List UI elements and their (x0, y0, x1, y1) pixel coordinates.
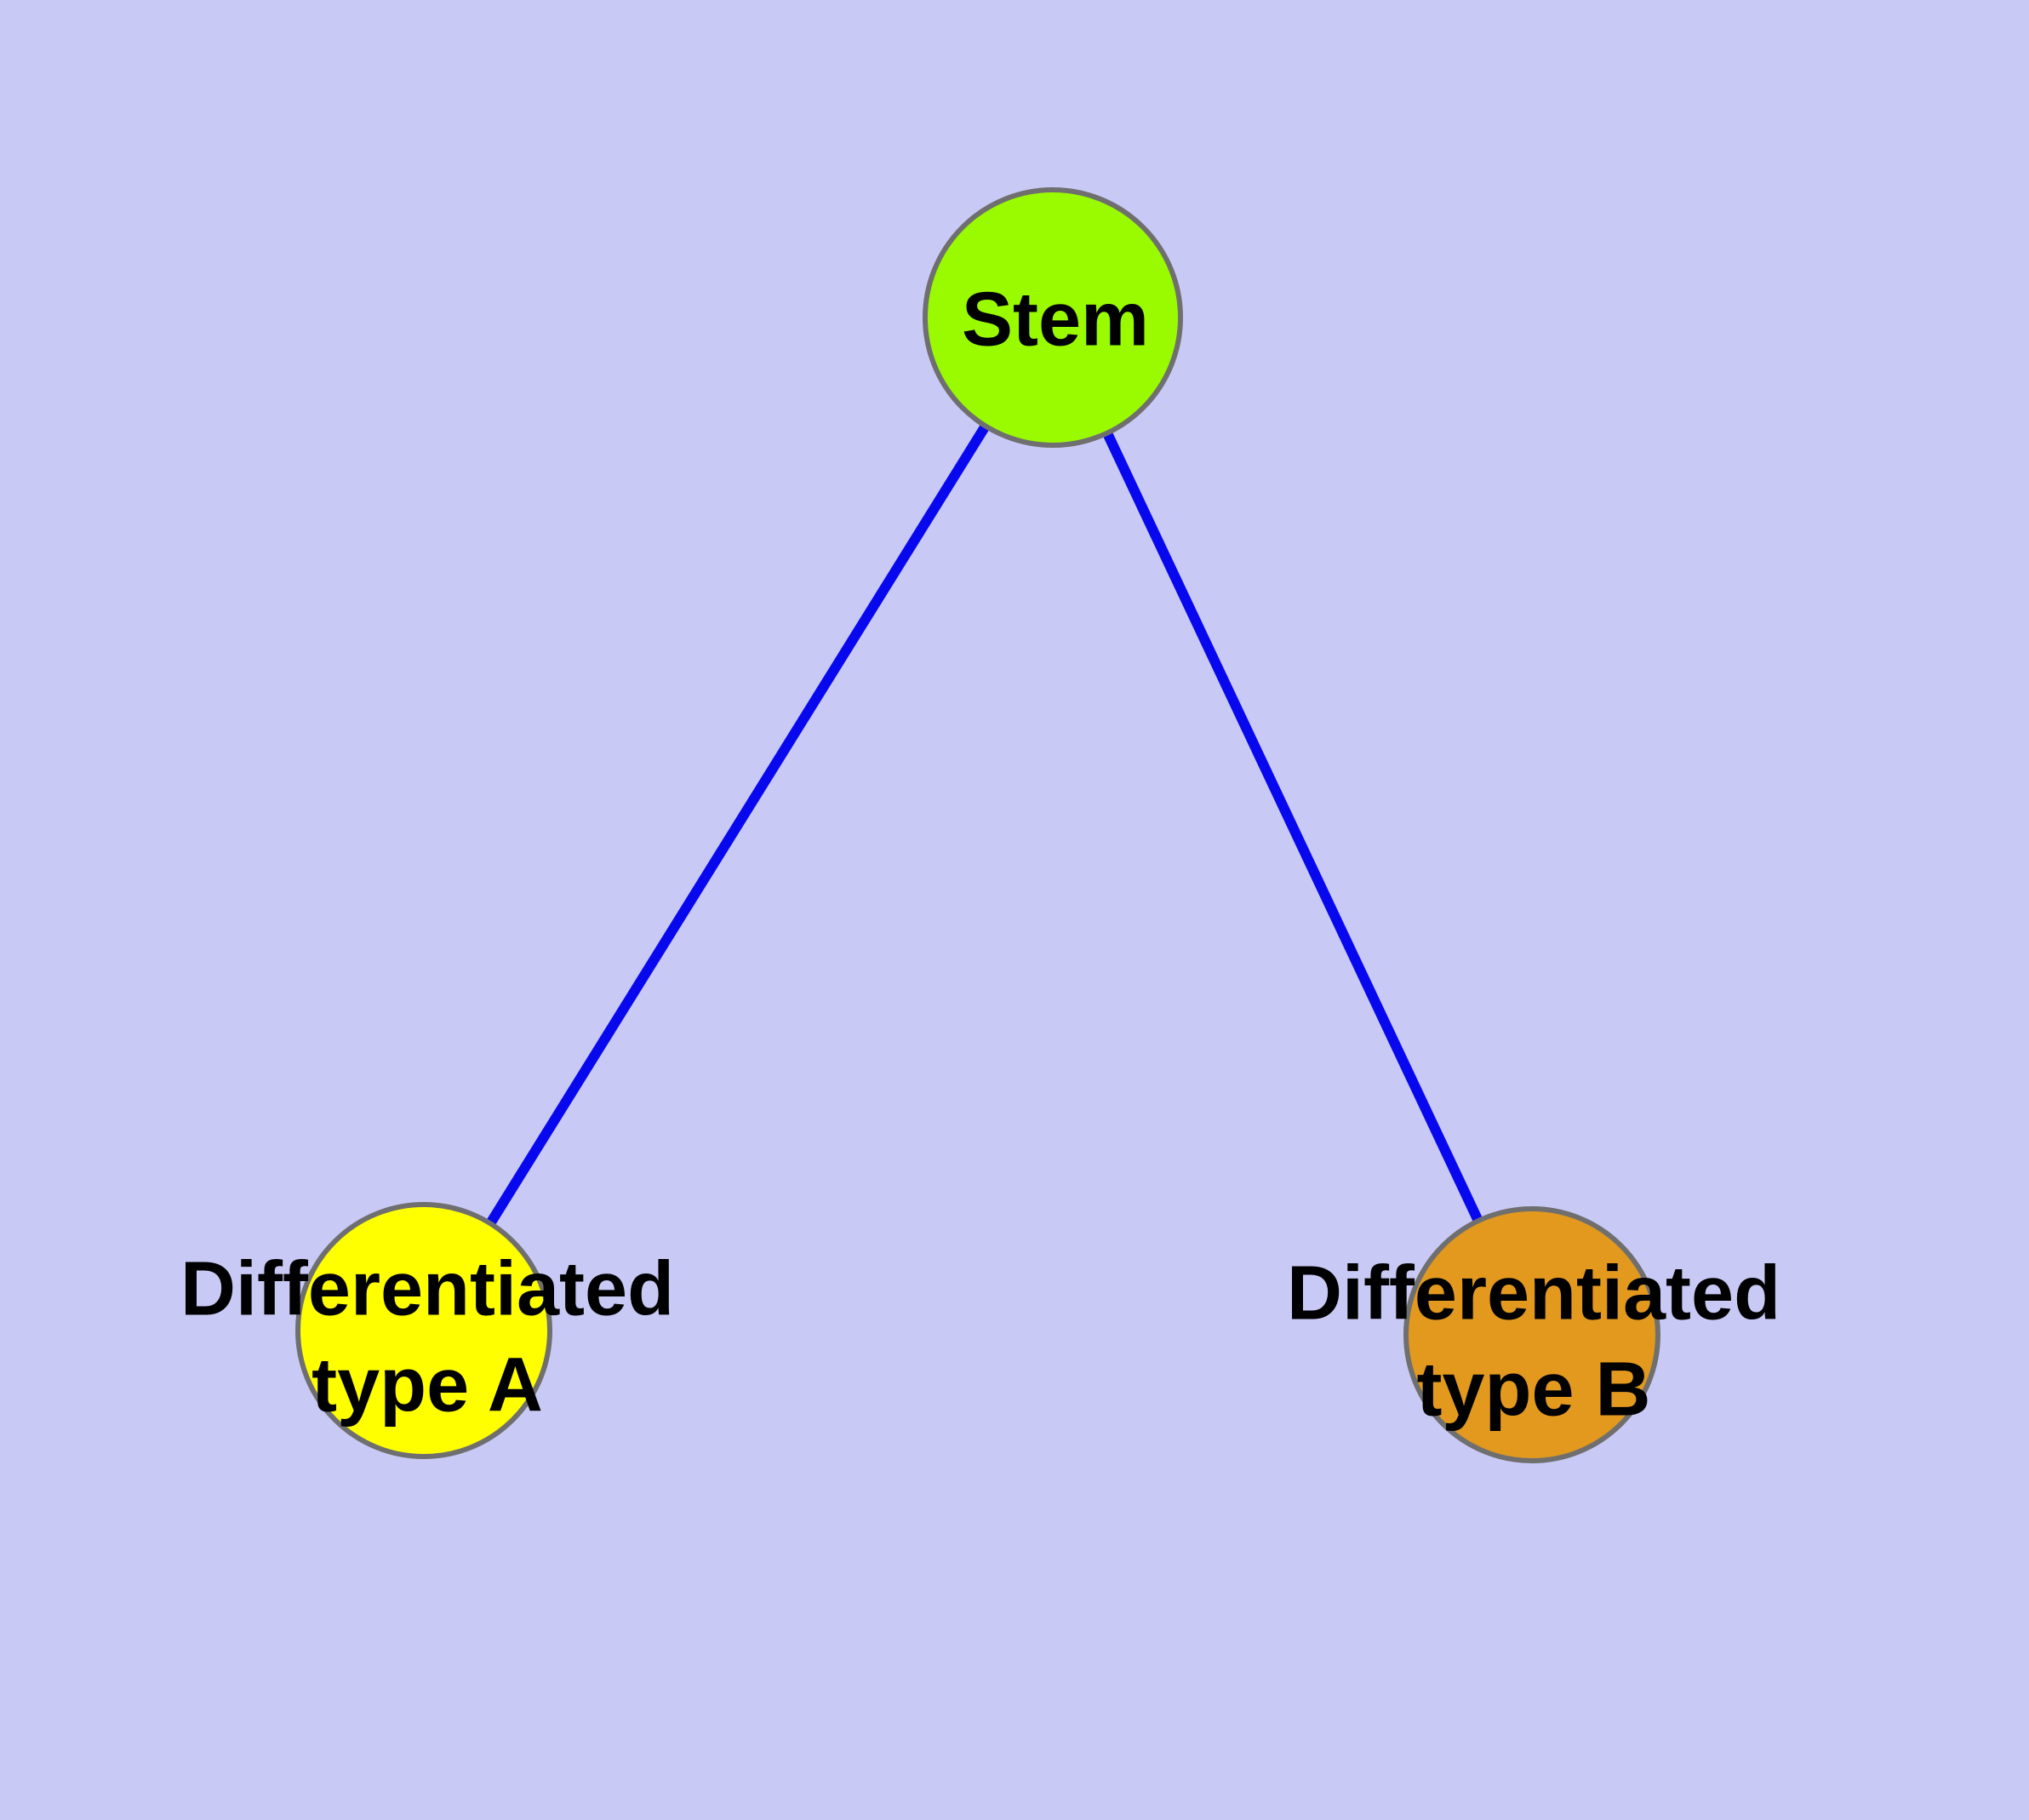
node-type-a (295, 1202, 552, 1459)
node-stem (923, 187, 1183, 448)
edge-stem-to-type-a (419, 312, 1058, 1336)
node-type-b (1403, 1206, 1660, 1463)
edge-stem-to-type-b (1048, 312, 1537, 1340)
